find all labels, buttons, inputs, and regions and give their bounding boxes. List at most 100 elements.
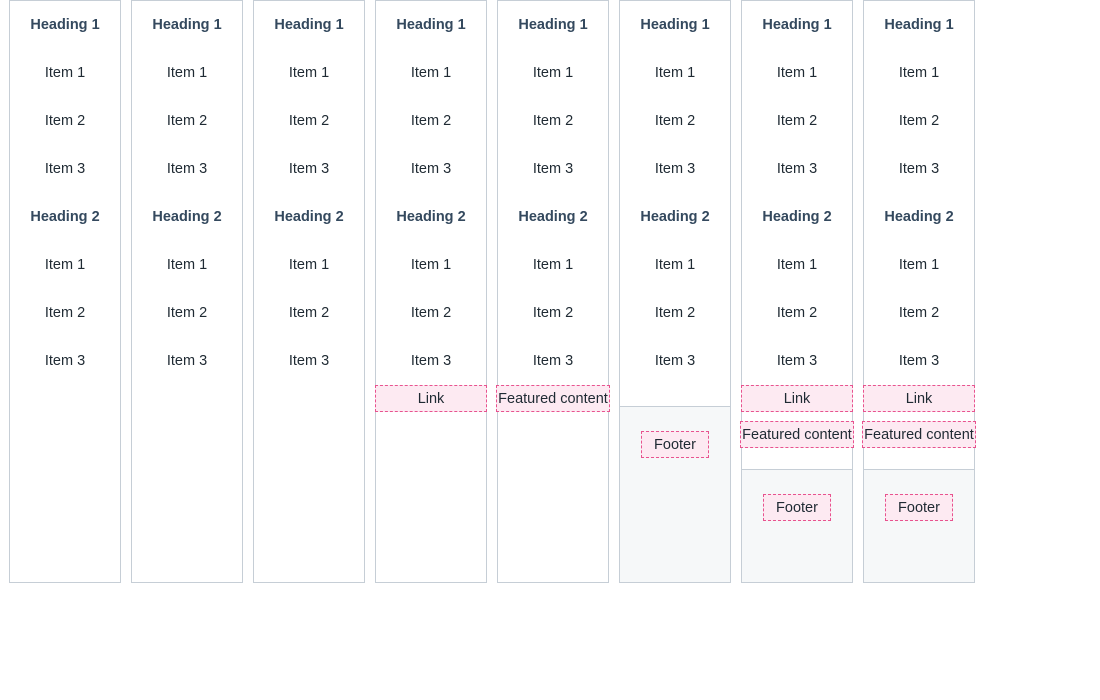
dropdown-column-6[interactable]: Heading 1 Item 1 Item 2 Item 3 Heading 2 Item…	[619, 0, 731, 583]
column-body: Heading 1 Item 1 Item 2 Item 3 Heading 2 Item…	[376, 1, 486, 385]
column-heading: Heading 2	[884, 208, 954, 225]
column-footer-section: Footer	[620, 406, 730, 582]
dropdown-column-7[interactable]: Heading 1 Item 1 Item 2 Item 3 Heading 2 Item…	[740, 0, 854, 583]
column-list-item[interactable]: Item 1	[288, 64, 330, 81]
column-list-item[interactable]: Item 3	[898, 352, 940, 369]
column-heading: Heading 1	[152, 16, 222, 33]
column-list-item[interactable]: Item 2	[44, 304, 86, 321]
spacer	[742, 448, 852, 469]
column-list-item[interactable]: Item 1	[898, 64, 940, 81]
column-list-item[interactable]: Item 1	[776, 64, 818, 81]
column-list-item[interactable]: Item 2	[654, 112, 696, 129]
spacer	[376, 412, 486, 421]
column-featured-content[interactable]: Featured content	[496, 385, 610, 412]
column-list-item[interactable]: Item 3	[288, 160, 330, 177]
dropdown-columns-row: Heading 1 Item 1 Item 2 Item 3 Heading 2 Item…	[9, 0, 985, 583]
column-list-item[interactable]: Item 3	[410, 160, 452, 177]
column-list-item[interactable]: Item 3	[532, 352, 574, 369]
column-list-item[interactable]: Item 2	[898, 304, 940, 321]
column-heading: Heading 2	[30, 208, 100, 225]
column-list-item[interactable]: Item 3	[776, 352, 818, 369]
dropdown-column-3[interactable]: Heading 1 Item 1 Item 2 Item 3 Heading 2 Item…	[253, 0, 365, 583]
column-empty-space	[254, 385, 364, 582]
column-list-item[interactable]: Item 3	[654, 352, 696, 369]
column-heading: Heading 1	[274, 16, 344, 33]
column-list-item[interactable]: Item 2	[776, 112, 818, 129]
column-list-item[interactable]: Item 2	[654, 304, 696, 321]
column-list-item[interactable]: Item 3	[532, 160, 574, 177]
spacer	[742, 412, 852, 421]
column-body: Heading 1 Item 1 Item 2 Item 3 Heading 2 Item…	[742, 1, 852, 385]
column-list-item[interactable]: Item 1	[654, 64, 696, 81]
column-list-item[interactable]: Item 3	[288, 352, 330, 369]
column-list-item[interactable]: Item 2	[166, 112, 208, 129]
column-list-item[interactable]: Item 2	[44, 112, 86, 129]
column-heading: Heading 2	[762, 208, 832, 225]
column-link[interactable]: Link	[741, 385, 853, 412]
column-list-item[interactable]: Item 1	[166, 64, 208, 81]
column-heading: Heading 2	[640, 208, 710, 225]
spacer	[864, 448, 974, 469]
column-link[interactable]: Link	[863, 385, 975, 412]
column-list-item[interactable]: Item 2	[898, 112, 940, 129]
column-body: Heading 1 Item 1 Item 2 Item 3 Heading 2 Item…	[498, 1, 608, 385]
column-list-item[interactable]: Item 1	[898, 256, 940, 273]
column-list-item[interactable]: Item 1	[532, 256, 574, 273]
column-list-item[interactable]: Item 2	[776, 304, 818, 321]
column-heading: Heading 2	[274, 208, 344, 225]
column-featured-content[interactable]: Featured content	[740, 421, 854, 448]
column-heading: Heading 1	[762, 16, 832, 33]
column-empty-space	[376, 421, 486, 582]
column-list-item[interactable]: Item 3	[44, 352, 86, 369]
column-list-item[interactable]: Item 1	[44, 64, 86, 81]
column-list-item[interactable]: Item 1	[410, 256, 452, 273]
column-list-item[interactable]: Item 2	[288, 304, 330, 321]
column-heading: Heading 2	[518, 208, 588, 225]
column-list-item[interactable]: Item 1	[44, 256, 86, 273]
column-list-item[interactable]: Item 1	[654, 256, 696, 273]
dropdown-column-2[interactable]: Heading 1 Item 1 Item 2 Item 3 Heading 2 Item…	[131, 0, 243, 583]
column-footer-label[interactable]: Footer	[641, 431, 709, 458]
column-list-item[interactable]: Item 2	[532, 112, 574, 129]
column-list-item[interactable]: Item 3	[654, 160, 696, 177]
column-list-item[interactable]: Item 3	[166, 160, 208, 177]
column-body: Heading 1 Item 1 Item 2 Item 3 Heading 2 Item…	[132, 1, 242, 385]
spacer	[498, 412, 608, 433]
column-footer-label[interactable]: Footer	[763, 494, 831, 521]
column-list-item[interactable]: Item 2	[410, 304, 452, 321]
column-empty-space	[10, 385, 120, 582]
column-heading: Heading 2	[396, 208, 466, 225]
column-list-item[interactable]: Item 2	[166, 304, 208, 321]
column-empty-space	[498, 433, 608, 582]
column-list-item[interactable]: Item 3	[410, 352, 452, 369]
column-heading: Heading 1	[640, 16, 710, 33]
dropdown-column-4[interactable]: Heading 1 Item 1 Item 2 Item 3 Heading 2 Item…	[375, 0, 487, 583]
column-list-item[interactable]: Item 2	[532, 304, 574, 321]
column-footer-section: Footer	[864, 469, 974, 582]
column-heading: Heading 1	[396, 16, 466, 33]
column-featured-content[interactable]: Featured content	[862, 421, 976, 448]
column-list-item[interactable]: Item 1	[532, 64, 574, 81]
column-list-item[interactable]: Item 3	[898, 160, 940, 177]
column-list-item[interactable]: Item 1	[166, 256, 208, 273]
column-list-item[interactable]: Item 3	[776, 160, 818, 177]
column-link[interactable]: Link	[375, 385, 487, 412]
column-list-item[interactable]: Item 1	[776, 256, 818, 273]
column-footer-label[interactable]: Footer	[885, 494, 953, 521]
column-heading: Heading 1	[518, 16, 588, 33]
column-list-item[interactable]: Item 1	[288, 256, 330, 273]
column-list-item[interactable]: Item 2	[288, 112, 330, 129]
column-list-item[interactable]: Item 3	[166, 352, 208, 369]
column-list-item[interactable]: Item 1	[410, 64, 452, 81]
column-list-item[interactable]: Item 2	[410, 112, 452, 129]
column-footer-section: Footer	[742, 469, 852, 582]
column-list-item[interactable]: Item 3	[44, 160, 86, 177]
spacer	[620, 385, 730, 406]
column-heading: Heading 2	[152, 208, 222, 225]
column-body: Heading 1 Item 1 Item 2 Item 3 Heading 2 Item…	[254, 1, 364, 385]
dropdown-column-5[interactable]: Heading 1 Item 1 Item 2 Item 3 Heading 2 Item…	[496, 0, 610, 583]
